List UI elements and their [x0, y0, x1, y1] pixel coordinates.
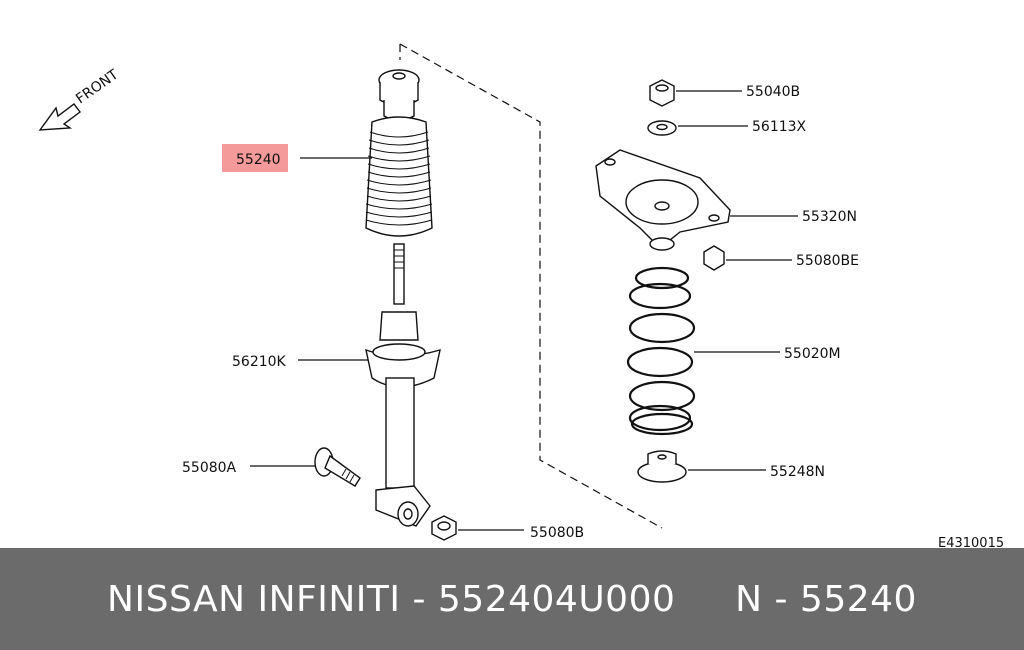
- spring-seat-icon: [637, 450, 687, 483]
- label-55040B: 55040B: [746, 84, 800, 100]
- washer-icon: [647, 120, 677, 136]
- upper-mount-icon: [595, 149, 731, 251]
- piston-rod-icon: [393, 243, 405, 305]
- footer-part-number: 552404U000: [437, 578, 676, 620]
- label-55080B: 55080B: [530, 525, 584, 541]
- dust-boot-icon: [365, 116, 433, 237]
- lower-bolt-icon: [314, 447, 361, 487]
- footer-text: NISSAN INFINITI - 552404U000 N - 55240: [107, 579, 917, 620]
- upper-nut-icon: [649, 79, 675, 107]
- label-55248N: 55248N: [770, 464, 825, 480]
- shock-absorber-icon: [365, 311, 441, 527]
- coil-spring-icon: [626, 266, 696, 436]
- parts-diagram: FRONT 55240: [38, 43, 1004, 548]
- front-arrow-icon: [38, 103, 81, 131]
- label-55240: 55240: [236, 152, 281, 168]
- footer-banner: NISSAN INFINITI - 552404U000 N - 55240: [0, 548, 1024, 650]
- footer-gap: [675, 579, 735, 620]
- assembly-dashed-outline: [399, 43, 663, 529]
- footer-short-code: N - 55240: [735, 578, 917, 620]
- footer-separator: -: [400, 578, 438, 620]
- label-55020M: 55020M: [784, 346, 841, 362]
- mount-nut-icon: [703, 245, 725, 271]
- footer-brand: NISSAN INFINITI: [107, 578, 401, 620]
- diagram-code: E4310015: [938, 536, 1004, 548]
- label-55080A: 55080A: [182, 460, 237, 476]
- bump-stop-cap-icon: [378, 69, 420, 121]
- label-56113X: 56113X: [752, 119, 807, 135]
- lower-nut-icon: [431, 515, 457, 541]
- label-55080BE: 55080BE: [796, 253, 859, 269]
- front-label: FRONT: [73, 66, 122, 107]
- label-55320N: 55320N: [802, 209, 857, 225]
- highlight-box: [222, 144, 288, 172]
- label-56210K: 56210K: [232, 354, 287, 370]
